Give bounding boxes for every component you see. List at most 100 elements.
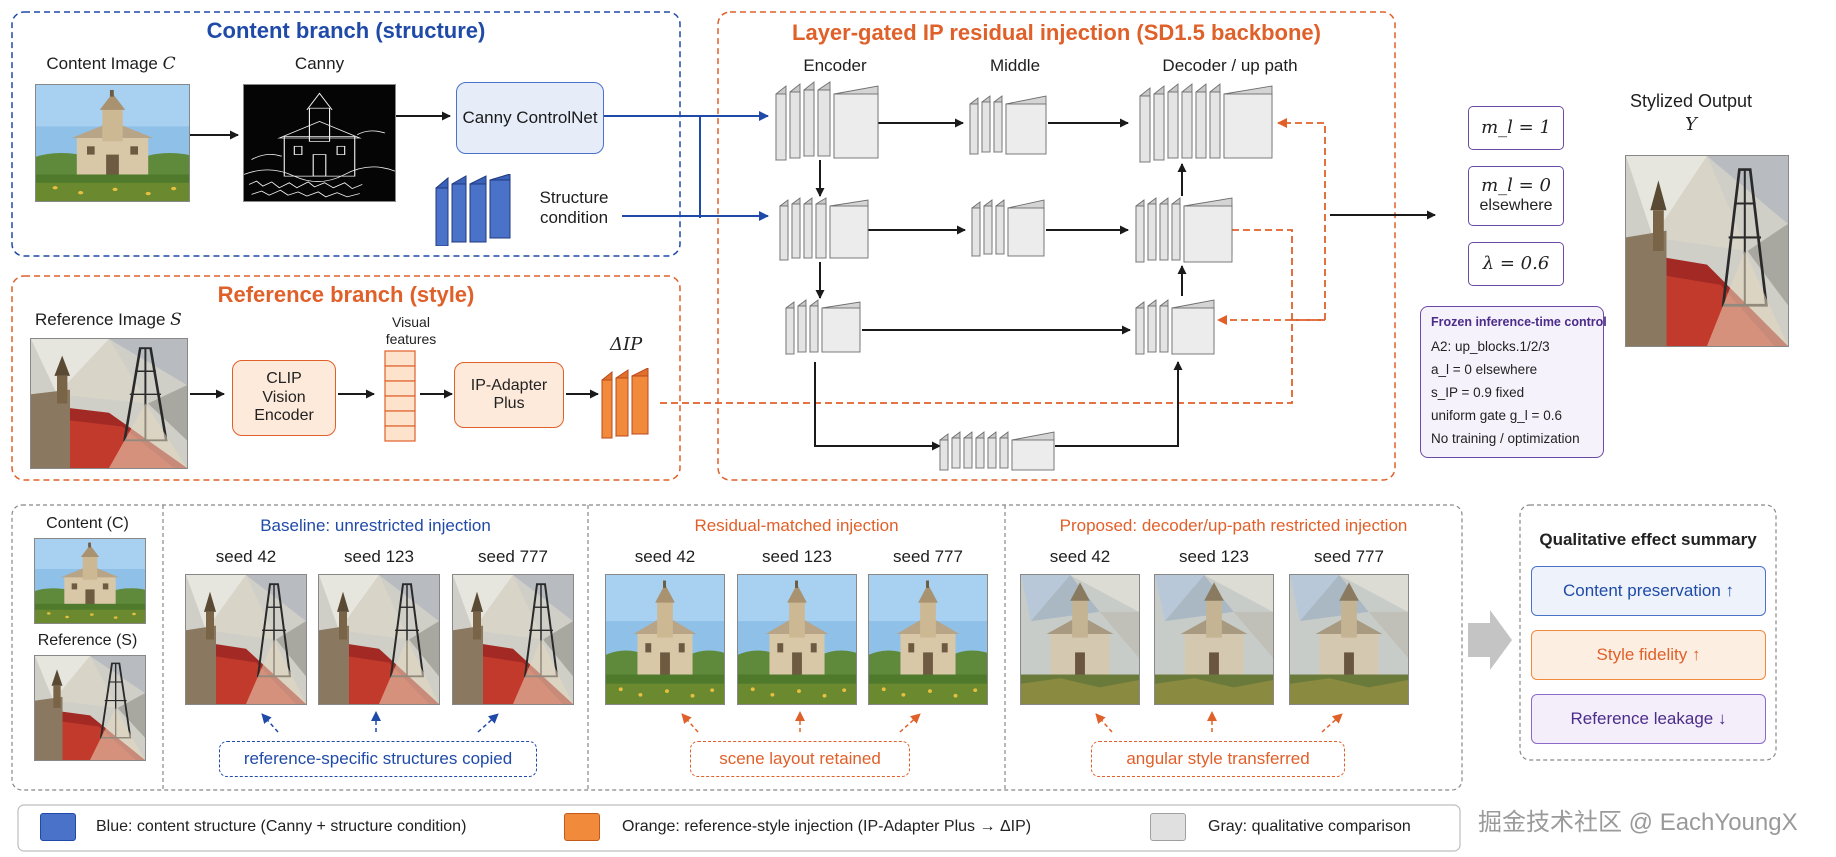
- frozen-control-box: Frozen inference-time control A2: up_blo…: [1420, 306, 1607, 458]
- baseline-image-seed-42: [185, 574, 307, 705]
- content-image: [35, 84, 190, 202]
- stylized-output-symbol: Y: [1685, 113, 1697, 135]
- proposed-seed-42: seed 42: [1049, 547, 1111, 566]
- frozen-line: uniform gate g_l = 0.6: [1431, 408, 1562, 423]
- legend-blue-swatch: [40, 813, 76, 841]
- legend-blue-text: Blue: content structure (Canny + structu…: [96, 818, 467, 835]
- decoder-label: Decoder / up path: [1162, 56, 1298, 75]
- legend-frame: [17, 804, 1461, 852]
- residual-image-seed-777: [868, 574, 988, 705]
- residual-seed-777: seed 777: [893, 547, 963, 566]
- proposed-image-seed-42: [1020, 574, 1140, 705]
- residual-seed-123: seed 123: [762, 547, 832, 566]
- ip-adapter-plus-box: IP-Adapter Plus: [454, 362, 564, 428]
- content-image-label: Content Image C: [22, 54, 200, 74]
- middle-block-2: [971, 199, 1045, 257]
- delta-ip-label: ΔIP: [610, 334, 643, 355]
- baseline-image-seed-777: [452, 574, 574, 705]
- stylized-output-text: Stylized Output: [1629, 91, 1753, 111]
- reference-branch-title: Reference branch (style): [217, 282, 475, 307]
- summary-reference-leakage: Reference leakage ↓: [1531, 694, 1766, 744]
- content-image-symbol: C: [162, 54, 176, 74]
- content-branch-frame: [11, 11, 681, 257]
- reference-image-text: Reference Image: [35, 310, 166, 329]
- frozen-control-title: Frozen inference-time control: [1431, 315, 1607, 329]
- frozen-line: No training / optimization: [1431, 431, 1580, 446]
- frozen-control-list: A2: up_blocks.1/2/3 a_l = 0 elsewhere s_…: [1431, 335, 1593, 450]
- frozen-line: A2: up_blocks.1/2/3: [1431, 339, 1550, 354]
- summary-content-preservation: Content preservation ↑: [1531, 566, 1766, 616]
- summary-frame: [1519, 504, 1777, 761]
- baseline-title: Baseline: unrestricted injection: [260, 516, 491, 535]
- visual-features-label: Visual features: [385, 314, 437, 347]
- middle-block-1: [969, 95, 1047, 155]
- ml-1-box: m_l = 1: [1468, 106, 1564, 150]
- comparison-frame: [11, 504, 1463, 791]
- bottleneck-block: [939, 431, 1055, 471]
- summary-style-fidelity: Style fidelity ↑: [1531, 630, 1766, 680]
- proposed-seed-777: seed 777: [1314, 547, 1384, 566]
- baseline-callout: reference-specific structures copied: [219, 741, 537, 777]
- structure-condition-label: Structure condition: [539, 188, 609, 228]
- encoder-block-3: [785, 299, 861, 355]
- content-c-thumb: [34, 538, 146, 624]
- decoder-block-2: [1135, 197, 1233, 263]
- ml-0-sub: elsewhere: [1479, 197, 1553, 215]
- reference-image: [30, 338, 188, 469]
- canny-controlnet-box: Canny ControlNet: [456, 82, 604, 154]
- legend-gray-text: Gray: qualitative comparison: [1208, 818, 1411, 835]
- clip-vision-encoder-box: CLIP Vision Encoder: [232, 360, 336, 436]
- canny-image: [243, 84, 396, 202]
- visual-features-icon: [384, 350, 416, 442]
- middle-label: Middle: [989, 56, 1041, 75]
- frozen-line: a_l = 0 elsewhere: [1431, 362, 1538, 377]
- content-branch-title: Content branch (structure): [206, 18, 486, 43]
- ml-0-box: m_l = 0 elsewhere: [1468, 166, 1564, 226]
- residual-title: Residual-matched injection: [694, 516, 899, 535]
- proposed-seed-123: seed 123: [1179, 547, 1249, 566]
- baseline-image-seed-123: [318, 574, 440, 705]
- content-c-label: Content (C): [46, 515, 129, 532]
- reference-image-label: Reference Image S: [35, 310, 182, 330]
- injection-title: Layer-gated IP residual injection (SD1.5…: [792, 20, 1321, 45]
- legend-orange-swatch: [564, 813, 600, 841]
- decoder-block-3: [1135, 299, 1215, 355]
- ml-0-label: m_l = 0: [1481, 175, 1551, 197]
- summary-title: Qualitative effect summary: [1539, 530, 1757, 549]
- proposed-callout: angular style transferred: [1091, 741, 1345, 777]
- frozen-line: s_IP = 0.9 fixed: [1431, 385, 1525, 400]
- reference-s-label: Reference (S): [37, 632, 138, 649]
- encoder-block-1: [775, 81, 879, 161]
- residual-image-seed-123: [737, 574, 857, 705]
- baseline-seed-42: seed 42: [215, 547, 277, 566]
- canny-label: Canny: [294, 54, 345, 73]
- legend-gray-swatch: [1150, 813, 1186, 841]
- watermark: 掘金技术社区 @ EachYoungX: [1478, 809, 1798, 836]
- summary-arrow-icon: [1468, 610, 1512, 670]
- reference-s-thumb: [34, 655, 146, 761]
- decoder-block-1: [1139, 83, 1273, 163]
- baseline-seed-777: seed 777: [478, 547, 548, 566]
- residual-image-seed-42: [605, 574, 725, 705]
- residual-seed-42: seed 42: [634, 547, 696, 566]
- stylized-output-label: Stylized Output Y: [1626, 90, 1756, 136]
- baseline-seed-123: seed 123: [344, 547, 414, 566]
- encoder-label: Encoder: [803, 56, 867, 75]
- stylized-output-image: [1625, 155, 1789, 347]
- proposed-image-seed-777: [1289, 574, 1409, 705]
- lambda-box: λ = 0.6: [1468, 242, 1564, 286]
- residual-callout: scene layout retained: [690, 741, 910, 777]
- delta-ip-icon: [601, 368, 649, 440]
- structure-condition-icon: [435, 174, 511, 246]
- reference-branch-frame: [11, 275, 681, 481]
- injection-frame: [717, 11, 1396, 481]
- content-image-text: Content Image: [46, 54, 158, 73]
- reference-image-symbol: S: [170, 310, 182, 330]
- encoder-block-2: [779, 197, 869, 261]
- unet-blocks: [775, 81, 1273, 471]
- legend-orange-text: Orange: reference-style injection (IP-Ad…: [622, 818, 1032, 835]
- proposed-title: Proposed: decoder/up-path restricted inj…: [1059, 516, 1408, 535]
- proposed-image-seed-123: [1154, 574, 1274, 705]
